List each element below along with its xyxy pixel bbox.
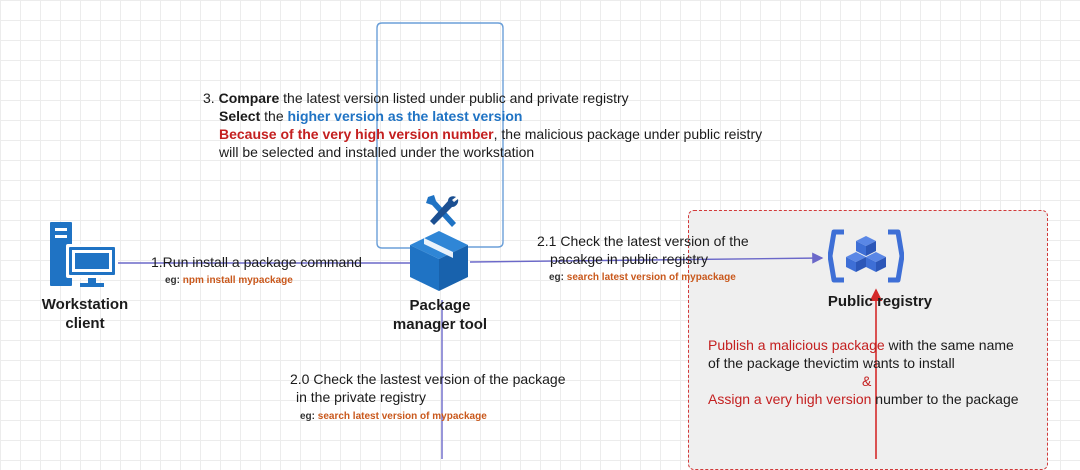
package-manager-label: Package manager tool xyxy=(392,297,488,333)
tools-wrench-icon xyxy=(426,195,459,227)
step2-0-example: eg: search latest version of mypackage xyxy=(300,411,487,422)
public-registry-label: Public registry xyxy=(827,293,933,310)
package-box-icon xyxy=(410,231,468,291)
step2-1-example: eg: search latest version of mypackage xyxy=(549,272,736,283)
step1-example: eg: npm install mypackage xyxy=(165,275,293,286)
step3-compare-text: 3. Compare the latest version listed und… xyxy=(203,90,763,160)
desktop-computer-icon xyxy=(50,222,118,287)
workstation-label: Workstation client xyxy=(41,296,129,332)
cloud-registry-icon xyxy=(828,229,904,283)
attack-description: Publish a malicious package with the sam… xyxy=(708,337,1019,407)
step2-1-text: 2.1 Check the latest version of the paca… xyxy=(537,233,749,267)
step1-text: 1.Run install a package command xyxy=(151,254,362,270)
step2-0-text: 2.0 Check the lastest version of the pac… xyxy=(290,371,566,405)
